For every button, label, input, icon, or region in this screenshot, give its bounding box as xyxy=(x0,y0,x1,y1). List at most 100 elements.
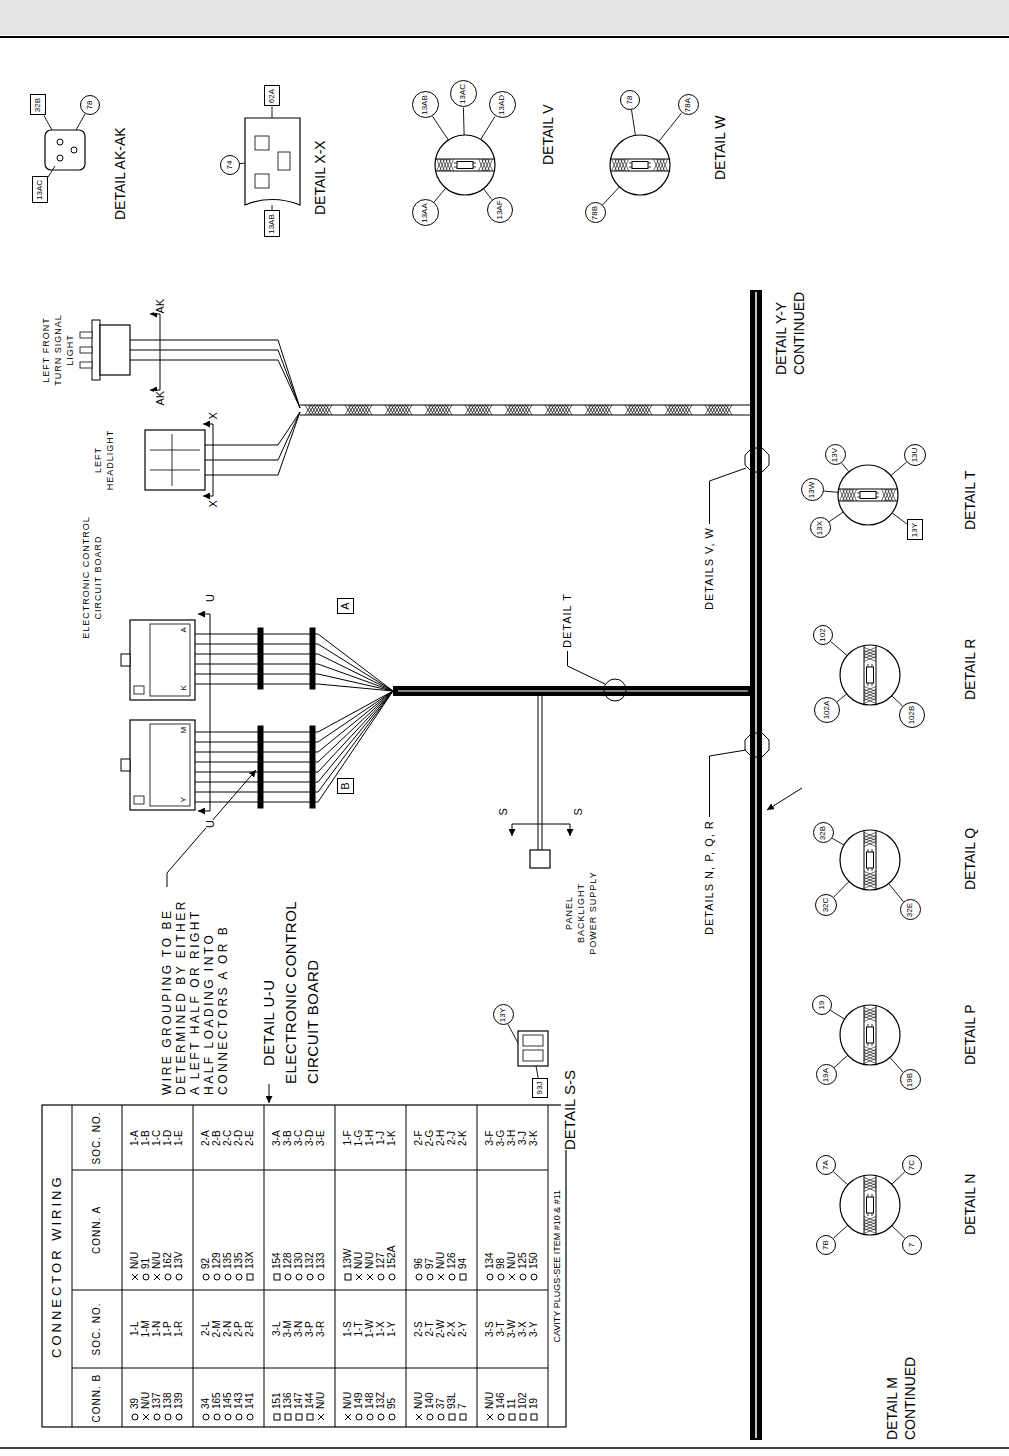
table-cell: 151 xyxy=(271,1392,283,1409)
hatch-line xyxy=(311,405,317,415)
table-cell: 137 xyxy=(151,1392,163,1409)
hatch-line xyxy=(351,405,357,415)
table-cell: 165 xyxy=(211,1392,223,1409)
hatch-line xyxy=(864,686,876,691)
hatch-line xyxy=(864,880,876,885)
hatch-line xyxy=(864,841,876,846)
connector-cavity xyxy=(278,152,290,170)
table-cell: 92 xyxy=(200,1258,212,1269)
hatch-line xyxy=(864,656,876,661)
hatch-line xyxy=(397,405,403,415)
table-cell: 2-R xyxy=(244,1321,256,1337)
hatch-line xyxy=(846,489,851,501)
pin-letter: Y xyxy=(179,797,188,802)
square-symbol xyxy=(449,1414,455,1420)
table-cell: 3-Y xyxy=(528,1321,540,1337)
hatch-line xyxy=(385,405,391,415)
callout-number: 13X xyxy=(816,521,825,535)
hatch-line xyxy=(864,835,876,840)
hatch-line xyxy=(643,405,649,415)
hatch-line xyxy=(446,159,451,171)
table-cell: 2-E xyxy=(244,1130,256,1146)
hatch-line xyxy=(864,1177,876,1182)
hatch-line xyxy=(864,1177,876,1182)
hatch-line xyxy=(482,159,487,171)
hatch-line xyxy=(483,405,489,415)
hatch-line xyxy=(480,405,486,415)
detail-title: DETAIL T xyxy=(962,470,978,530)
table-cell: 1-L xyxy=(129,1322,141,1336)
plug-circle-symbol xyxy=(236,1274,242,1280)
splice-symbol xyxy=(632,162,648,169)
hatch-line xyxy=(683,405,689,415)
hatch-line xyxy=(663,159,668,171)
connector-cavity xyxy=(523,1050,543,1061)
table-cell: 135 xyxy=(233,1252,245,1269)
table-cell: 95 xyxy=(386,1398,398,1409)
hatch-line xyxy=(849,489,854,501)
hatch-line xyxy=(864,647,876,652)
hatch-line xyxy=(311,405,317,415)
hatch-line xyxy=(864,877,876,882)
plug-circle-symbol xyxy=(296,1274,302,1280)
hatch-line xyxy=(885,489,890,501)
plug-circle-symbol xyxy=(427,1274,433,1280)
leader-line xyxy=(483,189,492,200)
cross-symbol xyxy=(132,1274,138,1280)
hatch-line xyxy=(474,405,480,415)
callout-number: 13AB xyxy=(268,214,277,234)
table-cell: 1-M xyxy=(140,1320,152,1337)
plug-circle-symbol xyxy=(165,1414,171,1420)
hatch-line xyxy=(864,698,876,703)
hatch-line xyxy=(486,405,492,415)
hatch-line xyxy=(600,405,606,415)
connector-insert xyxy=(150,624,190,696)
callout-box: 13Y xyxy=(907,520,923,541)
table-cell: 1-E xyxy=(173,1130,185,1146)
hatch-line xyxy=(440,405,446,415)
callout-bubble: 13W xyxy=(801,479,824,502)
callout-bubble: 78 xyxy=(80,95,100,115)
connector-insert xyxy=(150,724,190,806)
table-cell: 2-A xyxy=(200,1130,212,1146)
wire xyxy=(195,691,393,762)
table-cell: 7 xyxy=(457,1403,469,1409)
section-letter: X xyxy=(207,412,220,419)
detail-title: DETAIL Q xyxy=(962,828,978,890)
callout-number: 78A xyxy=(684,98,693,112)
table-cell: 96 xyxy=(413,1258,425,1269)
hatch-line xyxy=(708,405,714,415)
hatch-line xyxy=(864,647,876,652)
hatch-line xyxy=(551,405,557,415)
square-symbol xyxy=(460,1274,466,1280)
detail-title: DETAIL AK-AK xyxy=(112,127,128,220)
connector-face xyxy=(45,130,85,170)
hatch-line xyxy=(864,871,876,876)
table-cell: 2-X xyxy=(446,1321,458,1337)
callout-number: 78 xyxy=(86,101,95,110)
hatch-line xyxy=(545,405,551,415)
splice-symbol xyxy=(867,1197,874,1213)
hatch-line xyxy=(864,698,876,703)
cross-symbol xyxy=(318,1414,324,1420)
plug-circle-symbol xyxy=(154,1414,160,1420)
hatch-line xyxy=(480,405,486,415)
table-cell: 3-X xyxy=(517,1321,529,1337)
hatch-line xyxy=(440,405,446,415)
callout-bubble: 13X xyxy=(810,518,831,539)
cross-symbol xyxy=(143,1414,149,1420)
hatch-line xyxy=(711,405,717,415)
section-letter: U xyxy=(204,594,217,602)
hatch-line xyxy=(345,405,351,415)
hatch-line xyxy=(357,405,363,415)
table-cell: 1-H xyxy=(364,1130,376,1146)
callout-number: 78 xyxy=(626,96,635,105)
plug-circle-symbol xyxy=(247,1414,253,1420)
hatch-line xyxy=(717,405,723,415)
detail-circle xyxy=(840,1175,900,1235)
cross-symbol xyxy=(487,1414,493,1420)
table-cell: 13X xyxy=(244,1251,256,1269)
hatch-line xyxy=(634,405,640,415)
callout-number: 19A xyxy=(822,1068,831,1082)
square-symbol xyxy=(247,1274,253,1280)
